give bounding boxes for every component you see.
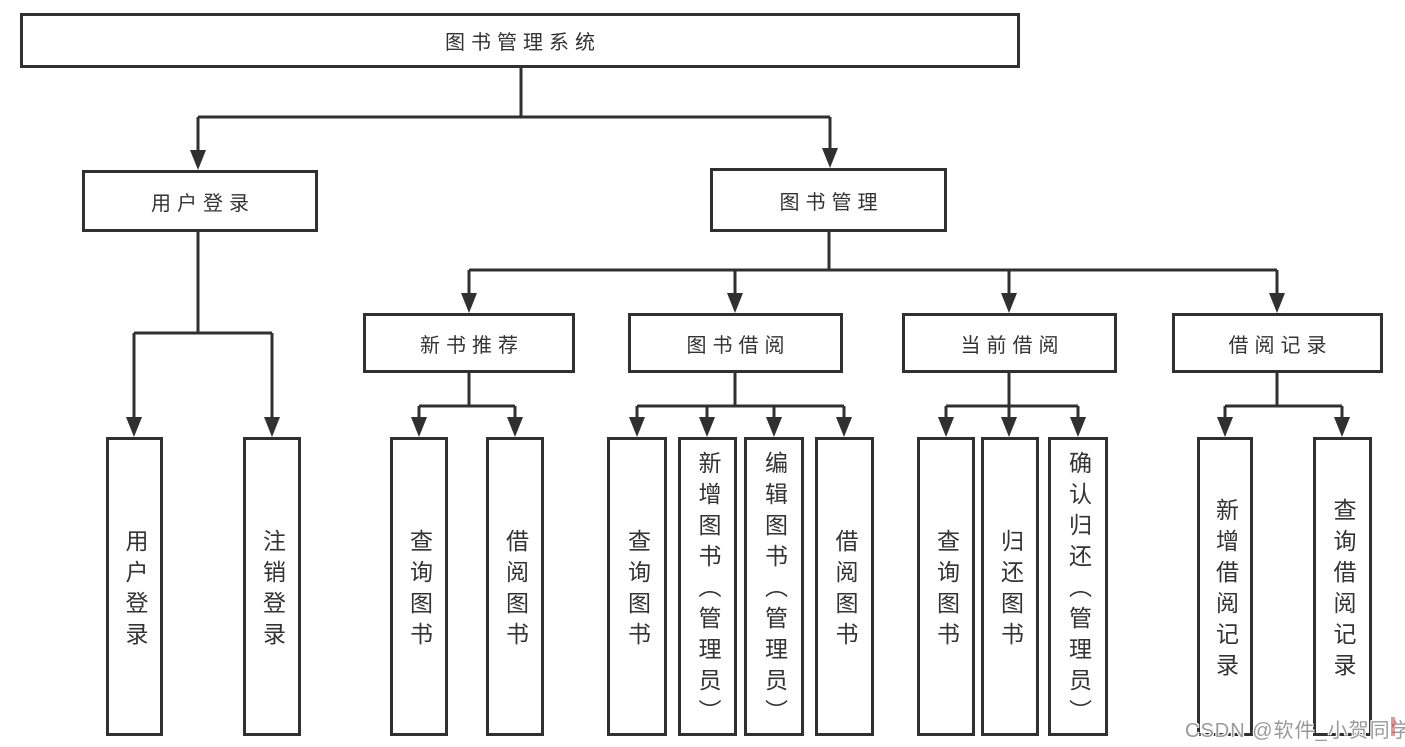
leaf-query-borrow-record: 查询借阅记录 <box>1313 437 1372 736</box>
leaf-confirm-return-admin: 确认归还（管理员） <box>1048 437 1108 736</box>
leaf-edit-book-admin: 编辑图书（管理员） <box>744 437 804 736</box>
node-book-borrowing: 图书借阅 <box>628 313 843 373</box>
leaf-user-login: 用户登录 <box>106 437 163 736</box>
node-book-management: 图书管理 <box>710 168 947 232</box>
leaf-return-book: 归还图书 <box>981 437 1039 736</box>
node-borrowing-records: 借阅记录 <box>1172 313 1383 373</box>
node-user-login: 用户登录 <box>82 170 318 232</box>
leaf-borrow-query-books: 查询图书 <box>607 437 667 736</box>
csdn-watermark-red-accent <box>1391 717 1395 736</box>
leaf-newbook-borrow-books: 借阅图书 <box>486 437 544 736</box>
node-current-borrowing: 当前借阅 <box>902 313 1117 373</box>
leaf-add-borrow-record: 新增借阅记录 <box>1197 437 1253 736</box>
leaf-add-book-admin: 新增图书（管理员） <box>678 437 737 736</box>
node-new-book-recommendation: 新书推荐 <box>363 313 575 373</box>
csdn-watermark: CSDN @软件_小贺同学 <box>1185 720 1405 742</box>
leaf-newbook-query-books: 查询图书 <box>390 437 448 736</box>
leaf-logout: 注销登录 <box>243 437 301 736</box>
leaf-current-query-books: 查询图书 <box>917 437 975 736</box>
node-library-management-system: 图书管理系统 <box>20 13 1020 68</box>
leaf-borrow-borrow-books: 借阅图书 <box>815 437 874 736</box>
